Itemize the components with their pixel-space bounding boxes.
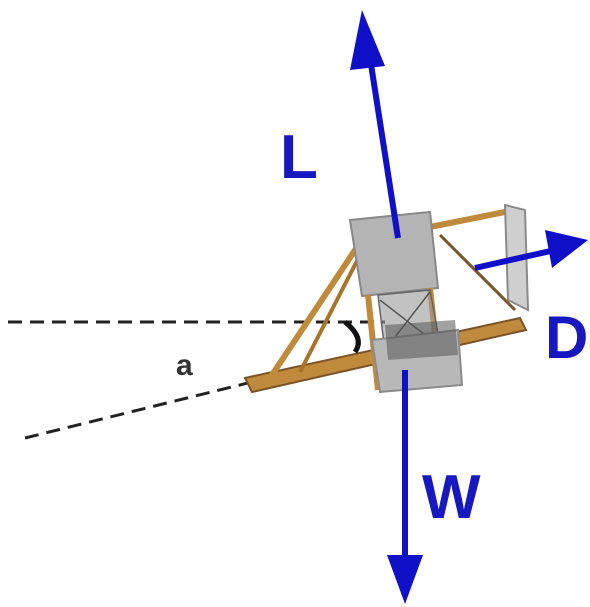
glider-airframe (243, 203, 530, 394)
lift-arrowhead (350, 10, 385, 70)
glider-upper-boom (424, 207, 516, 231)
angle-marker (343, 320, 361, 354)
weight-label: W (422, 463, 481, 532)
lift-label: L (280, 123, 318, 192)
lift-arrow (365, 44, 401, 239)
drag-arrowhead (545, 230, 588, 268)
glider-center-shadow (385, 320, 458, 360)
drag-arrow (474, 247, 556, 271)
flight-path-line (24, 378, 261, 440)
glider-upper-wing (348, 210, 440, 298)
angle-label: a (176, 349, 193, 382)
glider-tail-brace (438, 233, 517, 312)
glider-front-strut-2 (298, 254, 362, 373)
weight-arrowhead (387, 555, 423, 604)
drag-label: D (545, 304, 588, 371)
glider-front-strut (267, 233, 368, 380)
